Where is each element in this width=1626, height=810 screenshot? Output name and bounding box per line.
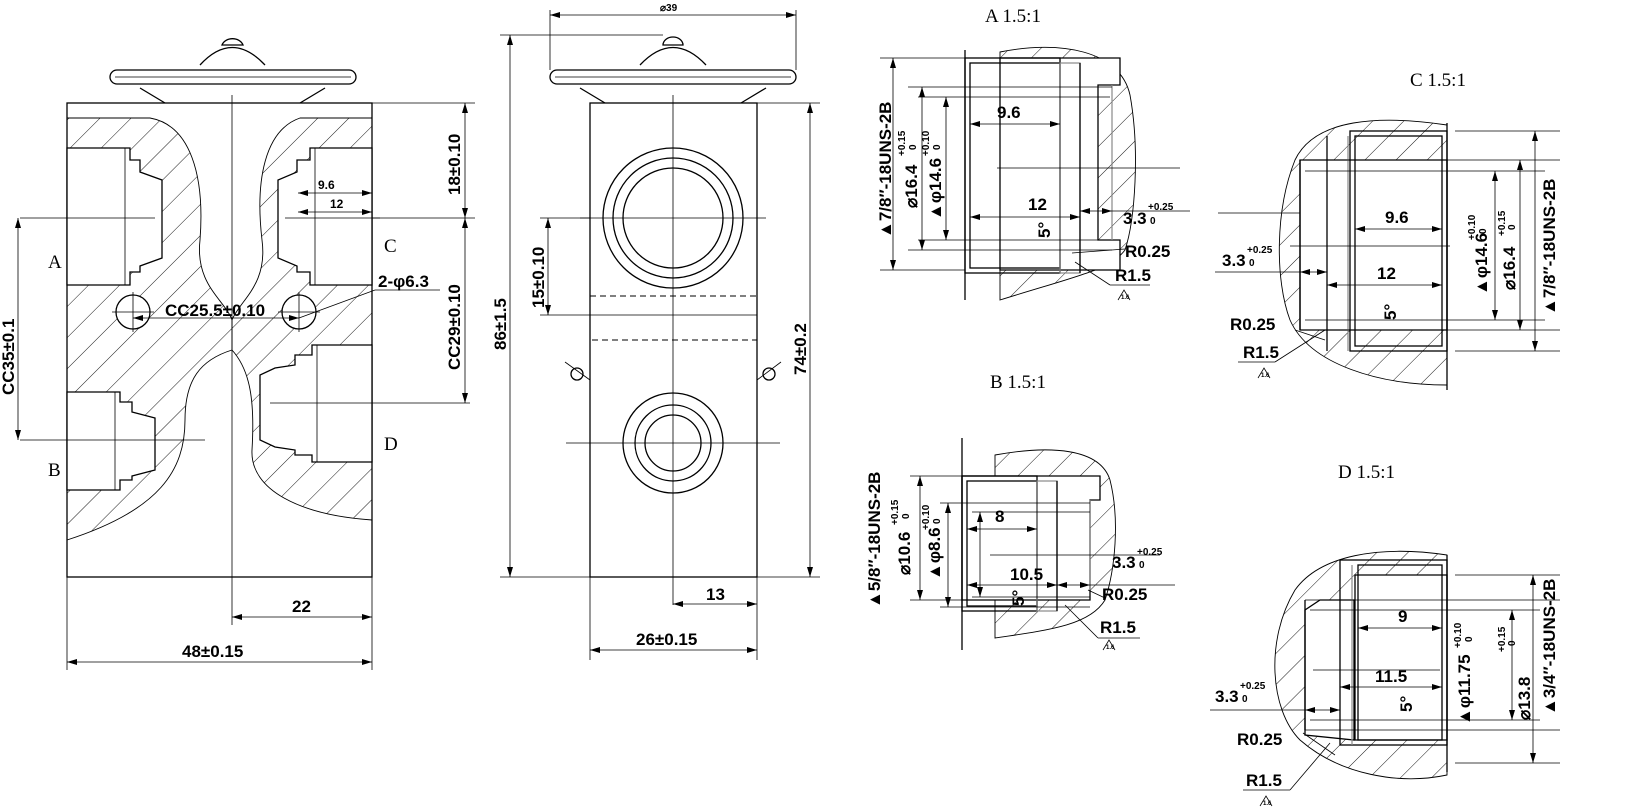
- detail-b-dia-outer: ⌀10.6: [895, 532, 914, 575]
- detail-b: B 1.5:1 ▲5/8″-18UNS-2B ⌀10.6 +0.15 0 ▲φ8…: [865, 372, 1175, 651]
- detail-b-roughness: 1.6: [1106, 645, 1115, 651]
- detail-c-depth2: 12: [1377, 264, 1396, 283]
- detail-d-tol-outer-up: +0.15: [1497, 626, 1508, 652]
- detail-c-step: 3.3: [1222, 251, 1246, 270]
- valve-cap: [109, 38, 357, 104]
- detail-a-dia-inner: ▲φ14.6: [926, 158, 945, 220]
- detail-b-angle: 5°: [1009, 590, 1028, 606]
- port-label-d: D: [384, 434, 398, 455]
- detail-c-tol-outer-lo: 0: [1507, 224, 1518, 230]
- dim-c-12: 12: [330, 197, 344, 211]
- detail-b-tol-outer-up: +0.15: [890, 499, 901, 525]
- detail-b-dia-inner: ▲φ8.6: [925, 527, 944, 580]
- detail-c-dia-outer: ⌀16.4: [1500, 246, 1519, 290]
- detail-c-step-up: +0.25: [1247, 245, 1273, 256]
- detail-d-step-up: +0.25: [1240, 681, 1266, 692]
- detail-d-dia-outer: ⌀13.8: [1515, 677, 1534, 720]
- detail-b-r2: R1.5: [1100, 618, 1136, 637]
- detail-c-title: C 1.5:1: [1410, 70, 1466, 91]
- detail-a-tol-inner-lo: 0: [932, 144, 943, 150]
- detail-b-r1: R0.25: [1102, 585, 1147, 604]
- main-view: A B C D 18±0.10 CC29±0.10 CC35±0.1 CC25.…: [0, 38, 475, 670]
- detail-b-tol-inner-lo: 0: [932, 518, 943, 524]
- detail-d-thread: ▲3/4″-18UNS-2B: [1540, 579, 1559, 715]
- detail-a-tol-inner-up: +0.10: [921, 130, 932, 156]
- valve-body: [66, 102, 373, 578]
- detail-d-step-lo: 0: [1242, 694, 1248, 705]
- detail-c: C 1.5:1 ▲7/8″-18UNS-2B ⌀16.4 +0.15 0 ▲φ1…: [1215, 70, 1560, 390]
- port-c: [277, 147, 380, 286]
- detail-d-tol-inner-up: +0.10: [1453, 622, 1464, 648]
- detail-a-step-lo: 0: [1150, 216, 1156, 227]
- detail-a-tol-outer-up: +0.15: [897, 130, 908, 156]
- detail-a-step-up: +0.25: [1148, 202, 1174, 213]
- port-label-a: A: [48, 252, 62, 273]
- detail-a-tol-outer-lo: 0: [908, 144, 919, 150]
- detail-b-tol-inner-up: +0.10: [921, 504, 932, 530]
- detail-d-r1: R0.25: [1237, 730, 1282, 749]
- detail-c-step-lo: 0: [1249, 258, 1255, 269]
- port-a: [20, 147, 163, 286]
- detail-d-tol-inner-lo: 0: [1464, 636, 1475, 642]
- detail-a-roughness: 1.6: [1121, 295, 1130, 301]
- detail-b-step-up: +0.25: [1137, 547, 1163, 558]
- detail-d-tol-outer-lo: 0: [1507, 640, 1518, 646]
- detail-d-depth2: 11.5: [1375, 667, 1407, 686]
- detail-d-r2: R1.5: [1246, 771, 1282, 790]
- detail-a-depth2: 12: [1028, 195, 1047, 214]
- detail-d-angle: 5°: [1397, 696, 1416, 712]
- dim-height-total: 86±1.5: [491, 298, 510, 350]
- detail-d-step: 3.3: [1215, 687, 1239, 706]
- port-d: [259, 344, 470, 463]
- dim-width: 26±0.15: [636, 630, 697, 649]
- detail-a-angle: 5°: [1035, 222, 1054, 238]
- detail-a-thread: ▲7/8″-18UNS-2B: [876, 102, 895, 238]
- detail-d-depth1: 9: [1398, 607, 1407, 626]
- port-b: [20, 391, 205, 491]
- detail-c-angle: 5°: [1381, 304, 1400, 320]
- detail-d-roughness: 1.6: [1263, 801, 1272, 807]
- side-view: ⌀39 86±1.5 74±0.2 15±0.10 13 26±0.15: [491, 3, 820, 660]
- detail-c-depth1: 9.6: [1385, 208, 1409, 227]
- detail-a-r1: R0.25: [1125, 242, 1170, 261]
- detail-d: D 1.5:1 ▲3/4″-18UNS-2B ⌀13.8 +0.15 0 ▲φ1…: [1210, 462, 1560, 807]
- detail-c-roughness: 1.6: [1261, 373, 1270, 379]
- dim-cc15: 15±0.10: [529, 247, 548, 308]
- detail-c-thread: ▲7/8″-18UNS-2B: [1540, 179, 1559, 315]
- detail-a-title: A 1.5:1: [985, 6, 1041, 27]
- port-label-c: C: [384, 236, 397, 257]
- detail-a-step: 3.3: [1123, 209, 1147, 228]
- detail-c-tol-outer-up: +0.15: [1497, 210, 1508, 236]
- detail-c-r2: R1.5: [1243, 343, 1279, 362]
- detail-b-step: 3.3: [1112, 553, 1136, 572]
- detail-d-title: D 1.5:1: [1338, 462, 1395, 483]
- detail-a-r2: R1.5: [1115, 266, 1151, 285]
- port-label-b: B: [48, 460, 61, 481]
- detail-b-step-lo: 0: [1139, 560, 1145, 571]
- dim-cc29: CC29±0.10: [445, 284, 464, 370]
- detail-b-tol-outer-lo: 0: [901, 513, 912, 519]
- detail-b-thread: ▲5/8″-18UNS-2B: [865, 472, 884, 608]
- dim-c-9-6: 9.6: [318, 178, 335, 192]
- detail-b-depth2: 10.5: [1010, 565, 1043, 584]
- detail-b-depth1: 8: [995, 507, 1004, 526]
- dim-width-22: 22: [292, 597, 311, 616]
- detail-c-tol-inner-up: +0.10: [1467, 214, 1478, 240]
- dim-cc25: CC25.5±0.10: [165, 301, 265, 320]
- detail-c-r1: R0.25: [1230, 315, 1275, 334]
- detail-d-dia-inner: ▲φ11.75: [1455, 654, 1474, 725]
- dim-dia: ⌀39: [660, 3, 678, 14]
- dim-top-offset: 18±0.10: [445, 134, 464, 195]
- dim-width-total: 48±0.15: [182, 642, 243, 661]
- dim-half-width: 13: [706, 585, 725, 604]
- dim-holes: 2-φ6.3: [378, 272, 429, 291]
- detail-a: A 1.5:1 ▲7/8″-18UNS-2B ⌀16.4 +0.15 0 ▲φ1…: [876, 6, 1190, 301]
- detail-b-title: B 1.5:1: [990, 372, 1046, 393]
- detail-a-dia-outer: ⌀16.4: [902, 164, 921, 208]
- dim-body-height: 74±0.2: [791, 323, 810, 375]
- detail-c-dia-inner: ▲φ14.6: [1472, 233, 1491, 295]
- detail-c-tol-inner-lo: 0: [1478, 228, 1489, 234]
- detail-a-depth1: 9.6: [997, 103, 1021, 122]
- dim-cc35: CC35±0.1: [0, 319, 18, 395]
